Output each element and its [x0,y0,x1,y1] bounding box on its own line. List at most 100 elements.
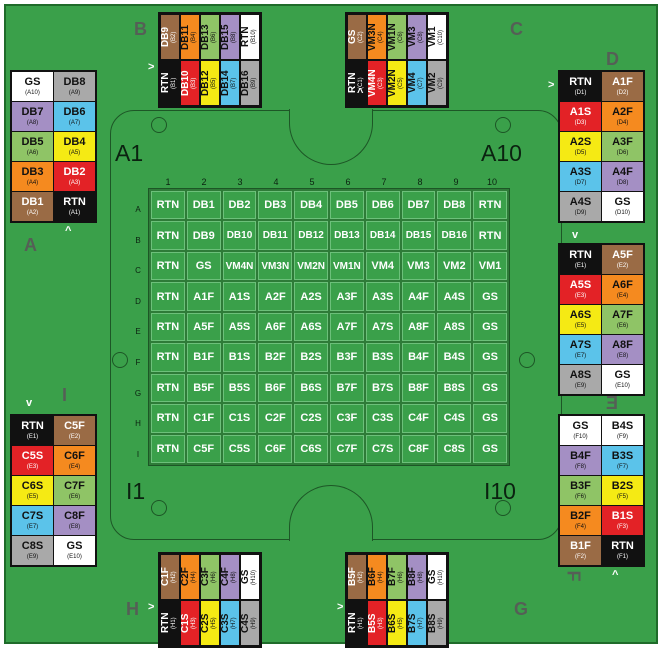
mount-hole [112,352,128,368]
bank-c: GS(C2)VM3N(C4)VM1N(C6)VM3(C8)VM1(C10)RTN… [345,12,449,108]
row-letter: G [134,388,142,398]
connector-pin-label: GS [66,540,83,552]
connector-pin-ref: (C4) [378,31,384,43]
pin-cell: VM2N [294,251,328,281]
connector-pin-label: B3F [570,480,591,492]
connector-pin: VM4N(C3) [367,61,386,105]
connector-pin-label: DB5 [21,136,44,148]
connector-pin-ref: (F4) [575,524,586,530]
connector-pin-ref: (E10) [67,554,82,560]
connector-pin-ref: (E3) [26,464,39,470]
connector-pin: C1S(H3) [180,601,199,645]
pin1-caret: v [572,229,579,241]
pin-cell: RTN [473,191,507,220]
connector-pin: RTN(E1) [12,416,53,445]
connector-pin: VM2N(C5) [387,61,406,105]
connector-pin-ref: (H4) [191,571,197,583]
row-letter: F [135,358,141,367]
pin-cell: DB4 [294,191,328,220]
row-letter: A [135,205,141,214]
corner-label-i10: I10 [484,478,516,504]
pin1-caret: > [337,601,344,613]
connector-pin: VM3(C8) [407,15,426,59]
bank-letter-a: A [24,235,37,255]
connector-pin: A2F(D4) [602,102,643,131]
connector-pin: A6S(E5) [560,305,601,334]
connector-pin-ref: (D9) [574,210,587,216]
connector-pin-label: A2S [569,136,592,148]
connector-pin: C4S(H9) [240,601,259,645]
connector-pin-label: C8F [64,510,85,522]
connector-pin-ref: (B1) [171,77,177,89]
pin-cell: RTN [151,312,185,342]
connector-pin: RTN(D1) [560,72,601,101]
connector-pin-label: A6F [612,279,633,291]
column-number: 2 [201,177,207,187]
connector-pin: VM2(C9) [427,61,446,105]
connector-pin-label: VM3 [407,26,418,48]
row-letter: B [135,235,141,245]
connector-pin-ref: (H4) [378,571,384,583]
connector-pin: C3F(H6) [200,555,219,599]
connector-pin-ref: (B10) [251,29,257,45]
connector-pin-label: C7F [64,480,85,492]
connector-pin-label: B5S [367,613,378,633]
connector-pin-label: RTN [569,249,592,261]
connector-pin-ref: (B2) [171,31,177,43]
pin-cell: DB13 [329,221,364,250]
connector-carrier-outline [110,109,562,541]
connector-pin: B5F(H2) [347,555,366,599]
connector-pin-ref: (D6) [616,150,629,156]
bank-g: B5F(H2)B6F(H4)B7F(H6)B8F(H8)GS(H10)RTN(H… [345,552,449,648]
pin-cell: B2F [258,343,293,372]
pin-cell: C8F [401,434,436,463]
pin-cell: DB5 [329,191,364,220]
connector-pin: B7F(H6) [387,555,406,599]
connector-pin-ref: (A9) [68,90,81,96]
connector-pin: B4F(F8) [560,446,601,475]
pin-cell: B7F [329,373,364,403]
connector-pin: RTN(B1) [160,61,179,105]
connector-pin: DB14(B7) [220,61,239,105]
pin-cell: B5F [186,373,221,403]
connector-pin-label: B1S [611,510,634,522]
connector-pin-ref: (D4) [616,120,629,126]
connector-pin-label: A3F [612,136,633,148]
column-number: 6 [345,177,351,187]
connector-pin-ref: (B4) [191,31,197,43]
connector-pin-label: DB8 [63,76,86,88]
row-letter: C [135,266,141,276]
bank-letter-i: I [62,385,68,405]
connector-pin-label: DB12 [200,70,211,96]
pin-cell: A7F [329,312,364,342]
connector-pin: A1S(D3) [560,102,601,131]
connector-pin-label: B2F [570,510,591,522]
connector-pin-ref: (F9) [617,434,628,440]
connector-pin-label: VM2N [387,69,398,97]
pin-cell: A2S [294,282,328,311]
connector-pin-ref: (A8) [26,120,39,126]
connector-pin-label: C2F [180,567,191,587]
connector-pin-ref: (H9) [251,617,257,629]
connector-pin-ref: (E3) [574,293,587,299]
connector-pin-label: VM3N [367,23,378,51]
pin-cell: A7S [365,312,400,342]
connector-pin: VM3N(C4) [367,15,386,59]
connector-pin-label: GS [572,420,589,432]
pin-cell: DB12 [294,221,328,250]
column-number: 7 [381,177,387,187]
bank-h: C1F(H2)C2F(H4)C3F(H6)C4F(H8)GS(H10)RTN(H… [158,552,262,648]
connector-pin-label: C1S [180,613,191,633]
pin-cell: A3S [365,282,400,311]
pin-cell: GS [473,312,507,342]
connector-pin: VM4(C7) [407,61,426,105]
connector-pin-ref: (E7) [26,524,39,530]
connector-pin-label: GS [240,569,251,585]
pcb-board [4,4,658,644]
connector-pin: C4F(H8) [220,555,239,599]
pin-cell: DB1 [186,191,221,220]
connector-pin-label: VM1 [427,26,438,48]
connector-pin-label: DB2 [63,166,86,178]
pin-cell: RTN [151,251,185,281]
row-letter: H [135,419,141,429]
